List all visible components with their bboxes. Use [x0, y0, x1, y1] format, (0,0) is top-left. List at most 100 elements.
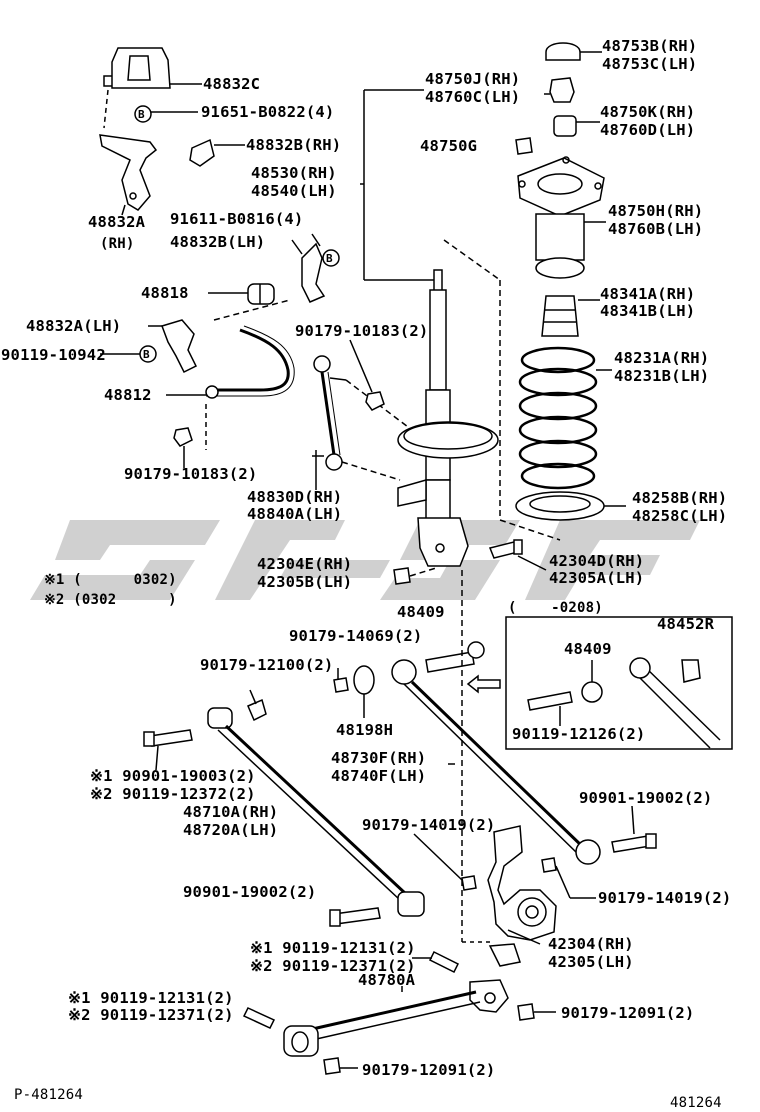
label-48341b-lh: 48341B(LH): [600, 302, 696, 320]
b-symbol-2: B: [326, 252, 333, 265]
label-90179-14019-b: 90179-14019(2): [598, 889, 732, 907]
label-48832c: 48832C: [203, 75, 261, 93]
nut-48750g: [515, 137, 533, 155]
bracket-48832b-lh: [291, 233, 340, 303]
bolt-90119-12131-upper: [412, 950, 460, 974]
bushing-48818: [208, 283, 275, 305]
label-48750k-rh: 48750K(RH): [600, 103, 696, 121]
label-48840a-lh: 48840A(LH): [247, 505, 343, 523]
label-rh: (RH): [100, 236, 135, 252]
label-48198h: 48198H: [336, 721, 394, 739]
label-48753b-rh: 48753B(RH): [602, 37, 698, 55]
note-2: ※2 (0302 ): [44, 592, 177, 608]
label-91651-b0822: 91651-B0822(4): [201, 103, 335, 121]
footer-code-right: 481264: [670, 1095, 722, 1111]
bolt-90901-19002-right: [611, 805, 657, 853]
label-42305b-lh: 42305B(LH): [257, 573, 353, 591]
bolt-symbol-b-1: [103, 89, 198, 129]
label-48409: 48409: [397, 603, 445, 621]
label-42304e-rh: 42304E(RH): [257, 555, 353, 573]
label-48540-lh: 48540(LH): [251, 182, 337, 200]
label-48780a: 48780A: [358, 971, 416, 989]
label-48258c-lh: 48258C(LH): [632, 507, 728, 525]
label-48818: 48818: [141, 284, 189, 302]
label-48750h-rh: 48750H(RH): [608, 202, 704, 220]
label-48710a-rh: 48710A(RH): [183, 803, 279, 821]
label-48720a-lh: 48720A(LH): [183, 821, 279, 839]
stabilizer-bracket-48832c: [103, 47, 202, 89]
label-48409-inset: 48409: [564, 640, 612, 658]
label-48341a-rh: 48341A(RH): [600, 285, 696, 303]
label-42304d-rh: 42304D(RH): [549, 552, 645, 570]
nut-90179-10183-lower: [173, 427, 193, 468]
washer-48750k: [553, 115, 600, 137]
label-90179-14069: 90179-14069(2): [289, 627, 423, 645]
label-42305-lh: 42305(LH): [548, 953, 634, 971]
bolt-90119-12131-lower: [242, 1007, 276, 1029]
label-90179-14019-a: 90179-14019(2): [362, 816, 496, 834]
label-48760b-lh: 48760B(LH): [608, 220, 704, 238]
label-90179-10183-lower: 90179-10183(2): [124, 465, 258, 483]
label-90179-12091-lower: 90179-12091(2): [362, 1061, 496, 1079]
label-48258b-rh: 48258B(RH): [632, 489, 728, 507]
control-arm-48710a: [207, 689, 425, 917]
nut-90179-14019-a: [413, 833, 477, 891]
inset-box-0208: [505, 616, 733, 750]
bolt-42304d: [488, 539, 547, 571]
label-48740f-lh: 48740F(LH): [331, 767, 427, 785]
label-42304-rh: 42304(RH): [548, 935, 634, 953]
knuckle-42304: [461, 825, 557, 967]
label-48231b-lh: 48231B(LH): [614, 367, 710, 385]
bolt-90901-19002-left: [329, 907, 381, 927]
control-arm-48780a: [283, 979, 509, 1057]
label-48812: 48812: [104, 386, 152, 404]
support-48750h: [517, 156, 606, 279]
label-90119-12131-b: ※1 90119-12131(2): [68, 989, 234, 1007]
bushing-48198h: [353, 665, 375, 718]
nut-42304e: [393, 567, 437, 585]
label-90901-19002-left: 90901-19002(2): [183, 883, 317, 901]
b-symbol-1: B: [138, 108, 145, 121]
bracket-48832a-lh: [100, 319, 198, 374]
label-48750g: 48750G: [420, 137, 478, 155]
label-48760c-lh: 48760C(LH): [425, 88, 521, 106]
label-48832a-lh: 48832A(LH): [26, 317, 122, 335]
bracket-48832a: [99, 134, 158, 216]
footer-code-left: P-481264: [14, 1087, 84, 1103]
label-90119-12131-a: ※1 90119-12131(2): [250, 939, 416, 957]
label-90179-10183-upper: 90179-10183(2): [295, 322, 429, 340]
label-90119-12372: ※2 90119-12372(2): [90, 785, 256, 803]
label-48753c-lh: 48753C(LH): [602, 55, 698, 73]
coil-spring-48231a: [518, 346, 612, 490]
nut-90179-12091-lower: [323, 1057, 358, 1075]
control-arm-48730f: [391, 659, 601, 865]
arrow-indicator: [466, 674, 501, 694]
label-90119-10942: 90119-10942: [1, 346, 106, 364]
spring-insulator-48258b: [515, 491, 626, 521]
note-1: ※1 ( 0302): [44, 572, 177, 588]
label-90119-12126: 90119-12126(2): [512, 725, 646, 743]
label-48830d-rh: 48830D(RH): [247, 488, 343, 506]
label-48832a: 48832A: [88, 213, 146, 231]
bump-stop-48341a: [541, 295, 600, 337]
label-48452r: 48452R: [657, 615, 715, 633]
label-90119-12371-a: ※2 90119-12371(2): [250, 957, 416, 975]
nut-90179-10183-upper: [349, 339, 385, 411]
b-symbol-3: B: [143, 348, 150, 361]
label-48832b-rh: 48832B(RH): [246, 136, 342, 154]
nut-90179-14019-b: [541, 857, 596, 899]
label-48760d-lh: 48760D(LH): [600, 121, 696, 139]
label-48750j-rh: 48750J(RH): [425, 70, 521, 88]
label-90901-19003: ※1 90901-19003(2): [90, 767, 256, 785]
shock-absorber-48530: [360, 89, 561, 567]
stabilizer-link-48830d: [312, 355, 413, 490]
nut-90179-12100: [333, 668, 349, 693]
nut-90179-12091-right: [517, 1003, 556, 1021]
dust-cap-48753b: [545, 42, 602, 61]
inset-date-range: ( -0208): [508, 600, 603, 616]
label-48231a-rh: 48231A(RH): [614, 349, 710, 367]
label-48730f-rh: 48730F(RH): [331, 749, 427, 767]
label-42305a-lh: 42305A(LH): [549, 569, 645, 587]
